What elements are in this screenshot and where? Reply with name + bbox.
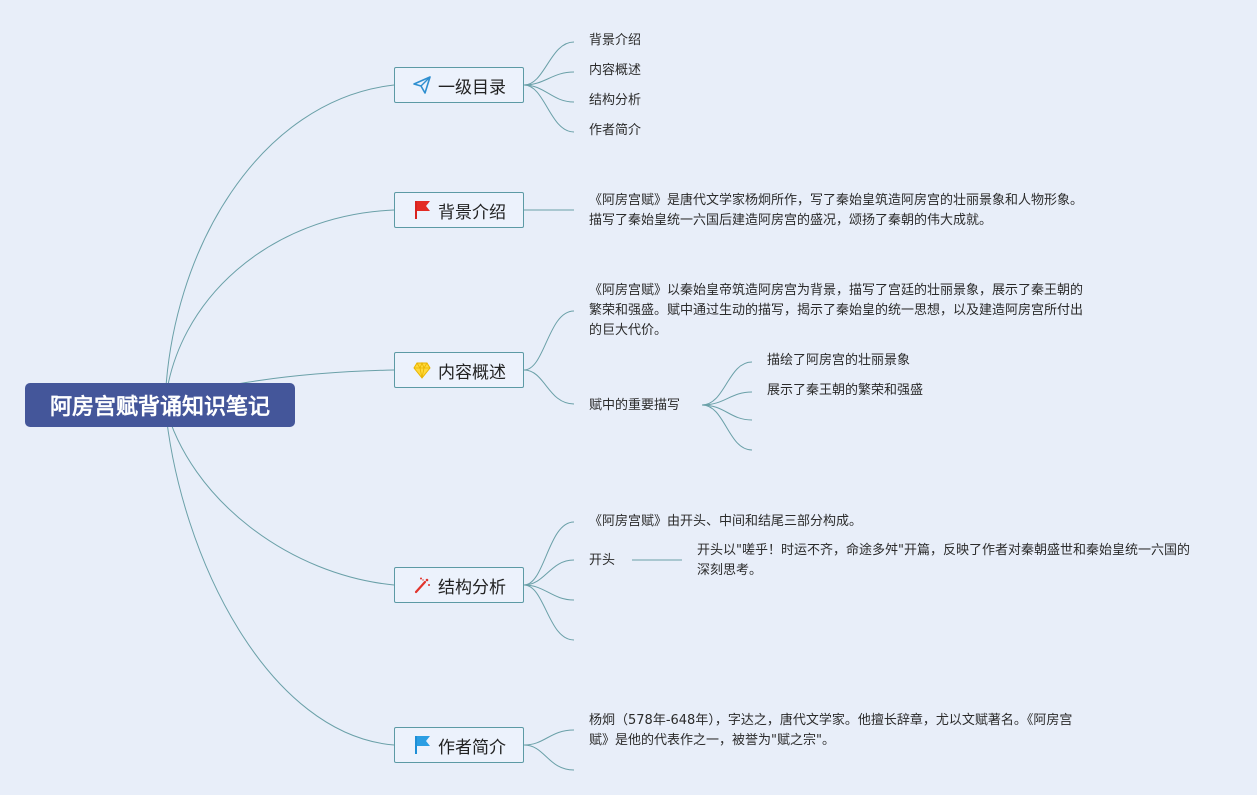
connector-b3-sub <box>523 369 575 405</box>
paper-plane-icon <box>412 75 432 95</box>
branch-label: 结构分析 <box>438 577 506 598</box>
magic-wand-icon <box>412 575 432 595</box>
branch-label: 背景介绍 <box>438 202 506 223</box>
list-item[interactable]: 作者简介 <box>589 123 642 138</box>
connector-b1-leaf-2 <box>523 71 575 86</box>
branch-text[interactable]: 《阿房宫赋》以秦始皇帝筑造阿房宫为背景，描写了宫廷的壮丽景象，展示了秦王朝的繁荣… <box>589 283 1084 338</box>
list-item[interactable]: 描绘了阿房宫的壮丽景象 <box>767 353 911 368</box>
connector-root-branch-1 <box>164 84 395 406</box>
sub-topic-text[interactable]: 开头以"嗟乎！时运不齐，命途多舛"开篇，反映了作者对秦朝盛世和秦始皇统一六国的深… <box>697 543 1190 578</box>
connector-b1-leaf-1 <box>523 41 575 86</box>
branch-node-structure[interactable]: 结构分析 <box>394 567 524 603</box>
branch-node-author[interactable]: 作者简介 <box>394 727 524 763</box>
blue-flag-icon <box>412 735 432 755</box>
connector-b4-empty-2 <box>523 584 575 641</box>
branch-text[interactable]: 《阿房宫赋》由开头、中间和结尾三部分构成。 <box>589 514 863 529</box>
connector-b5-text <box>523 729 575 746</box>
branch-text[interactable]: 杨炯（578年-648年），字达之，唐代文学家。他擅长辞章，尤以文赋著名。《阿房… <box>589 713 1073 748</box>
red-flag-icon <box>412 200 432 220</box>
branch-label: 内容概述 <box>438 362 506 383</box>
branch-node-summary[interactable]: 内容概述 <box>394 352 524 388</box>
branch-node-background[interactable]: 背景介绍 <box>394 192 524 228</box>
connector-b3-sub-leaf-1 <box>701 361 753 406</box>
connector-b4-text <box>523 521 575 586</box>
branch-node-outline[interactable]: 一级目录 <box>394 67 524 103</box>
list-item[interactable]: 背景介绍 <box>589 33 642 48</box>
connector-b5-empty <box>523 744 575 771</box>
connector-b3-sub-leaf-4 <box>701 404 753 451</box>
branch-label: 作者简介 <box>438 737 506 758</box>
connector-root-branch-4 <box>164 404 395 586</box>
connector-root-branch-5 <box>164 404 395 746</box>
connector-root-branch-2 <box>164 209 395 406</box>
connector-b4-empty-1 <box>523 584 575 601</box>
root-node[interactable]: 阿房宫赋背诵知识笔记 <box>25 383 295 427</box>
list-item[interactable]: 内容概述 <box>589 63 642 78</box>
sub-topic[interactable]: 赋中的重要描写 <box>589 398 681 413</box>
connector-b1-leaf-4 <box>523 84 575 133</box>
connector-b3-text <box>523 310 575 371</box>
list-item[interactable]: 展示了秦王朝的繁荣和强盛 <box>767 383 924 398</box>
connector-b4-sub <box>523 559 575 586</box>
sub-topic[interactable]: 开头 <box>589 553 616 568</box>
branch-label: 一级目录 <box>438 77 506 98</box>
gem-icon <box>412 360 432 380</box>
list-item[interactable]: 结构分析 <box>589 93 642 108</box>
branch-text[interactable]: 《阿房宫赋》是唐代文学家杨炯所作，写了秦始皇筑造阿房宫的壮丽景象和人物形象。描写… <box>589 193 1084 228</box>
connector-b3-sub-leaf-2 <box>701 391 753 406</box>
